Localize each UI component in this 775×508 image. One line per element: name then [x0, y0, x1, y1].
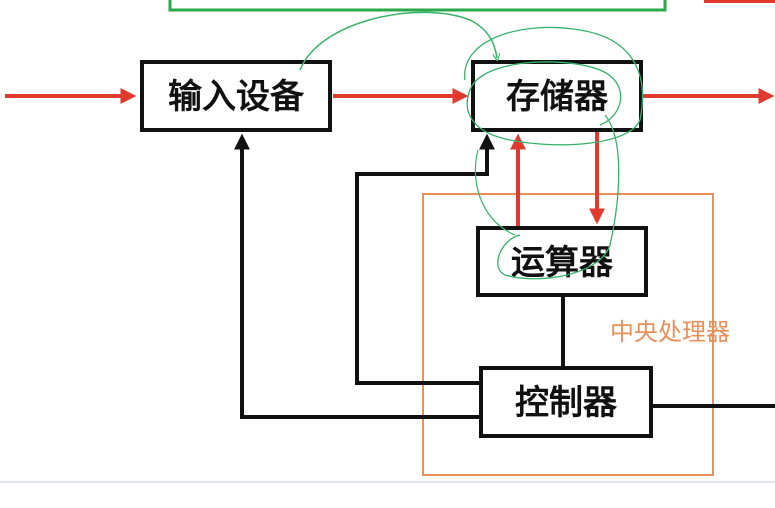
cpu-label: 中央处理器: [610, 318, 730, 346]
alu-node: 运算器: [476, 226, 648, 297]
input-device-label: 输入设备: [168, 77, 305, 117]
annotation-scribble-left: [474, 149, 516, 236]
control-line-to-memory: [355, 133, 495, 385]
controller-label: 控制器: [515, 383, 618, 423]
cpu-frame: [422, 193, 714, 476]
control-line-to-input: [234, 133, 481, 419]
input-device-node: 输入设备: [140, 60, 332, 132]
annotation-curve-arrow: [299, 11, 497, 71]
memory-label: 存储器: [506, 77, 609, 117]
annotation-scribble-alu: [497, 114, 620, 280]
annotation-scribble-memory: [464, 26, 644, 146]
memory-node: 存储器: [471, 60, 643, 132]
top-frame: [168, 0, 667, 12]
alu-label: 运算器: [511, 243, 614, 283]
top-right-mark: [704, 0, 775, 3]
controller-node: 控制器: [479, 366, 653, 438]
